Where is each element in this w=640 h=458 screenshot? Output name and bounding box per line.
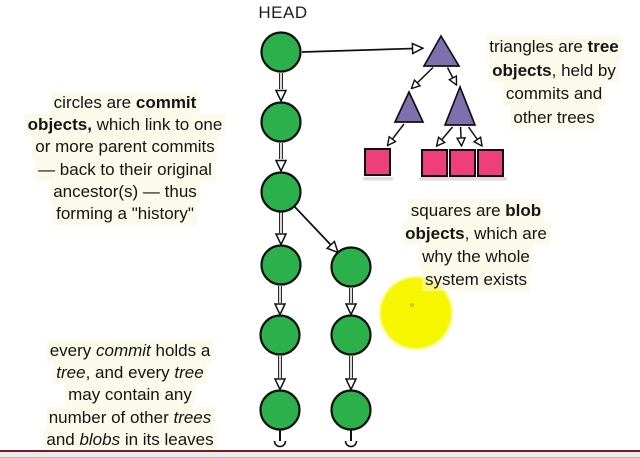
head-label: HEAD [258, 3, 308, 22]
continuation-tail-main [273, 429, 287, 448]
commit-node [330, 246, 372, 288]
window-border-strip [0, 452, 640, 458]
commit-node [259, 314, 301, 356]
commit-node [259, 389, 301, 431]
commit-node [330, 389, 372, 431]
tree-hierarchy [393, 34, 477, 126]
window-border-line [0, 450, 640, 452]
commit-chain-main [259, 31, 302, 431]
commit-node [260, 31, 302, 73]
commit-node [260, 244, 302, 286]
commit-node [260, 101, 302, 143]
commit-node [260, 171, 302, 213]
commit-node [330, 314, 372, 356]
tree-arrows [388, 66, 483, 147]
head-to-tree-arrow [301, 48, 423, 52]
blob-row [363, 148, 507, 181]
tree-node-left [393, 89, 425, 123]
blob-node [421, 149, 448, 177]
commit-chain-branch [330, 246, 372, 431]
continuation-tail-branch [344, 429, 358, 448]
tree-node-right [443, 84, 477, 126]
blob-node [364, 148, 391, 176]
branch-arrow [293, 205, 338, 253]
blob-node [449, 149, 476, 177]
yellow-highlight-circle [380, 277, 452, 349]
tree-node-root [422, 34, 461, 67]
commit-chain-arrows [280, 72, 351, 390]
blob-node [477, 149, 504, 177]
